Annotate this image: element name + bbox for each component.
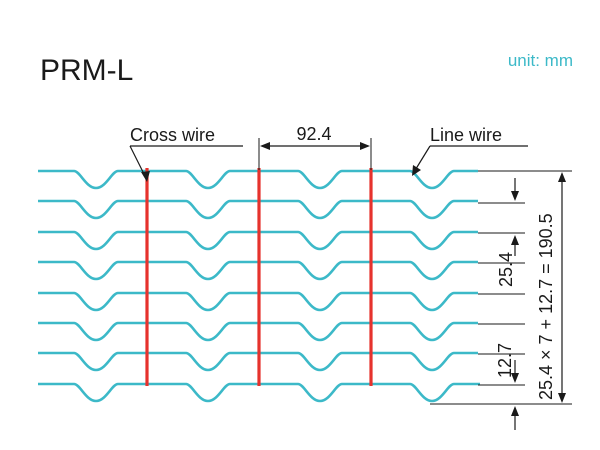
diagram-title: PRM-L: [40, 54, 133, 87]
row-arrow-mid-head: [511, 235, 519, 245]
line-wires-group: [38, 169, 480, 403]
edge-arrow-lower-head: [511, 406, 519, 416]
line-wire: [38, 260, 478, 281]
cross-spacing-arrow-left: [260, 142, 270, 150]
cross-wire-callout: Cross wire: [129, 125, 243, 182]
edge-arrow-upper-head: [511, 373, 519, 383]
line-spacing-value: 25.4: [496, 252, 516, 287]
total-height-value: 25.4 × 7 + 12.7 = 190.5: [536, 213, 556, 400]
cross-spacing-dimension: 92.4: [258, 124, 372, 170]
edge-spacing-value: 12.7: [495, 343, 515, 378]
line-wire: [38, 382, 480, 403]
cross-spacing-value: 92.4: [296, 124, 331, 144]
line-wire: [38, 291, 478, 312]
cross-wires-group: [145, 168, 373, 386]
line-wire: [38, 199, 478, 220]
cross-wire-leader-arrow: [141, 171, 150, 182]
line-wire: [38, 351, 478, 372]
total-height-arrow-top: [558, 172, 566, 182]
line-wire: [38, 321, 478, 342]
vertical-dimensions: 25.4 12.7 25.4 × 7 + 12.7 = 190.5: [430, 170, 572, 430]
line-wire: [38, 230, 478, 251]
row-arrow-top-head: [511, 191, 519, 201]
line-wire-leader-arrow: [412, 165, 421, 176]
cross-wire-label: Cross wire: [130, 125, 215, 145]
total-height-arrow-bottom: [558, 393, 566, 403]
line-wire-label: Line wire: [430, 125, 502, 145]
line-wire-callout: Line wire: [412, 125, 528, 176]
cross-spacing-arrow-right: [360, 142, 370, 150]
line-wire: [38, 169, 478, 190]
unit-label: unit: mm: [508, 51, 573, 70]
